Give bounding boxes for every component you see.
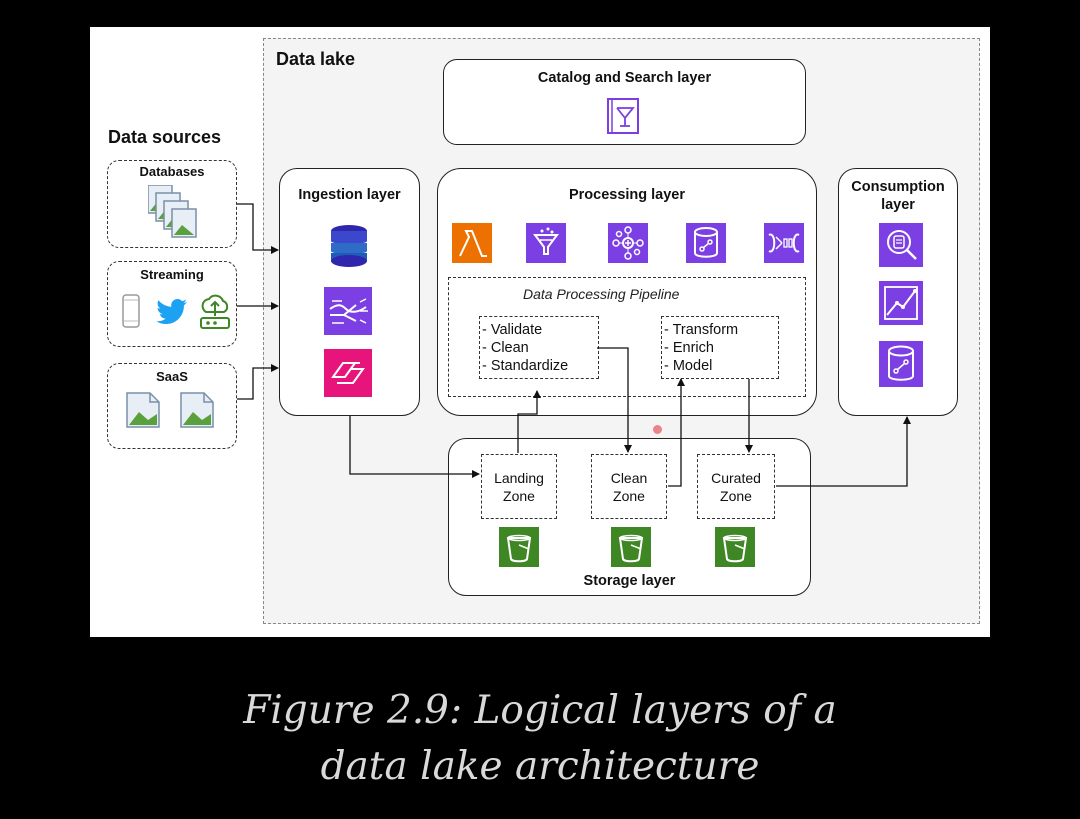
storage-layer: Storage layer Landing Zone Clean Zone Cu… bbox=[448, 438, 811, 596]
redshift-consumption-icon bbox=[879, 341, 923, 387]
landing-zone-line2: Zone bbox=[503, 488, 535, 504]
databases-label: Databases bbox=[139, 164, 205, 179]
athena-icon bbox=[879, 223, 923, 267]
s3-bucket-icon bbox=[499, 527, 539, 567]
glue-databrew-icon bbox=[526, 223, 566, 263]
consumption-title-line2: layer bbox=[881, 197, 915, 213]
saas-label: SaaS bbox=[156, 369, 188, 384]
figure-caption: Figure 2.9: Logical layers of a data lak… bbox=[0, 683, 1080, 795]
image-placeholder-icon bbox=[147, 184, 200, 241]
caption-line2: data lake architecture bbox=[320, 744, 760, 789]
mobile-phone-icon bbox=[122, 294, 140, 328]
pipeline-title: Data Processing Pipeline bbox=[523, 286, 680, 302]
group2-item: - Transform bbox=[664, 322, 739, 338]
transform-enrich-model-group: - Transform - Enrich - Model bbox=[661, 316, 779, 379]
s3-bucket-icon bbox=[715, 527, 755, 567]
landing-zone: Landing Zone bbox=[481, 454, 557, 519]
caption-line1: Figure 2.9: Logical layers of a bbox=[243, 688, 837, 733]
architecture-diagram: Data lake Data sources Databases Streami… bbox=[90, 27, 990, 637]
curated-zone: Curated Zone bbox=[697, 454, 775, 519]
image-placeholder-icon bbox=[126, 392, 160, 428]
dms-icon bbox=[324, 221, 374, 271]
ingestion-layer: Ingestion layer bbox=[279, 168, 420, 416]
data-lake-title: Data lake bbox=[276, 49, 356, 69]
streaming-source: Streaming bbox=[107, 261, 237, 347]
streaming-label: Streaming bbox=[140, 267, 204, 282]
quicksight-icon bbox=[879, 281, 923, 325]
data-processing-pipeline: Data Processing Pipeline - Validate - Cl… bbox=[448, 277, 806, 397]
appflow-icon bbox=[324, 349, 372, 397]
glue-icon bbox=[608, 223, 648, 263]
twitter-icon bbox=[156, 298, 188, 326]
landing-zone-line1: Landing bbox=[494, 470, 544, 486]
group2-item: - Enrich bbox=[664, 340, 714, 356]
catalog-search-layer: Catalog and Search layer bbox=[443, 59, 806, 145]
curated-zone-line1: Curated bbox=[711, 470, 761, 486]
redshift-icon bbox=[686, 223, 726, 263]
group2-item: - Model bbox=[664, 358, 713, 374]
catalog-icon bbox=[604, 96, 644, 136]
clean-zone-line2: Zone bbox=[613, 488, 645, 504]
catalog-title: Catalog and Search layer bbox=[537, 70, 712, 86]
processing-title: Processing layer bbox=[568, 187, 686, 203]
storage-title: Storage layer bbox=[583, 573, 676, 589]
s3-bucket-icon bbox=[611, 527, 651, 567]
lambda-icon bbox=[452, 223, 492, 263]
emr-icon bbox=[764, 223, 804, 263]
validate-clean-standardize-group: - Validate - Clean - Standardize bbox=[479, 316, 599, 379]
kinesis-firehose-icon bbox=[324, 287, 372, 335]
consumption-layer: Consumption layer bbox=[838, 168, 958, 416]
data-sources-title: Data sources bbox=[108, 127, 222, 147]
databases-source: Databases bbox=[107, 160, 237, 248]
image-placeholder-icon bbox=[180, 392, 214, 428]
consumption-title-line1: Consumption bbox=[851, 179, 945, 195]
clean-zone-line1: Clean bbox=[610, 470, 648, 486]
clean-zone: Clean Zone bbox=[591, 454, 667, 519]
curated-zone-line2: Zone bbox=[720, 488, 752, 504]
group1-item: - Validate bbox=[482, 322, 543, 338]
saas-source: SaaS bbox=[107, 363, 237, 449]
ingestion-title: Ingestion layer bbox=[298, 187, 401, 203]
pink-dot bbox=[653, 425, 662, 434]
iot-cloud-icon bbox=[198, 294, 232, 330]
processing-layer: Processing layer Data Processing Pipelin… bbox=[437, 168, 817, 416]
group1-item: - Clean bbox=[482, 340, 529, 356]
group1-item: - Standardize bbox=[482, 358, 569, 374]
